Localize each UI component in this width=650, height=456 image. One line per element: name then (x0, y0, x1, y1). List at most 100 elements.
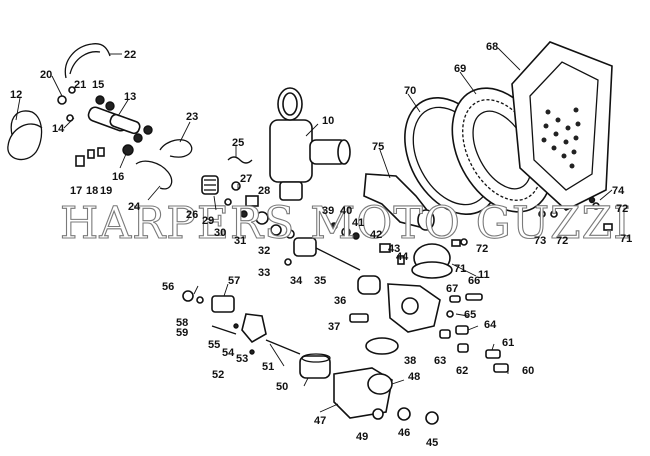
part-62 (457, 343, 469, 353)
callout-58: 58 (176, 317, 188, 329)
part-32 (270, 224, 282, 236)
callout-17: 17 (70, 185, 82, 197)
part-29 (224, 198, 232, 206)
callout-67: 67 (446, 283, 458, 295)
part-33 (284, 258, 292, 266)
part-34 (293, 237, 317, 257)
callout-12: 12 (10, 89, 22, 101)
part-60 (493, 363, 509, 373)
part-64 (455, 325, 469, 335)
callout-66: 66 (468, 275, 480, 287)
callout-31: 31 (234, 235, 246, 247)
part-12-cable (7, 110, 43, 161)
part-39 (330, 222, 338, 230)
callout-24: 24 (128, 201, 141, 213)
callout-53: 53 (236, 353, 248, 365)
part-17 (75, 155, 85, 167)
part-27 (231, 181, 241, 191)
part-56 (182, 290, 194, 302)
part-38 (365, 337, 399, 355)
callout-69: 69 (454, 63, 466, 75)
part-66 (465, 293, 483, 301)
callout-labels: 22 20 21 15 12 13 14 16 17 18 19 23 24 2… (10, 41, 632, 449)
callout-72a: 72 (616, 203, 628, 215)
callout-42: 42 (370, 229, 382, 241)
part-61 (485, 349, 501, 359)
callout-52: 52 (212, 369, 224, 381)
callout-64: 64 (484, 319, 497, 331)
part-43 (397, 255, 405, 265)
callout-49: 49 (356, 431, 368, 443)
callout-20: 20 (40, 69, 52, 81)
part-71 (603, 223, 613, 231)
part-20 (57, 95, 67, 105)
part-22-cable (64, 43, 111, 79)
housing-vents (541, 107, 581, 169)
callout-11: 11 (478, 269, 490, 281)
callout-13: 13 (124, 91, 136, 103)
callout-29: 29 (202, 215, 214, 227)
part-67 (449, 295, 461, 303)
callout-74: 74 (612, 185, 625, 197)
callout-56: 56 (162, 281, 174, 293)
part-73 (538, 210, 546, 218)
callout-71a: 71 (620, 233, 632, 245)
callout-34: 34 (290, 275, 303, 287)
part-74 (588, 196, 596, 204)
callout-18: 18 (86, 185, 98, 197)
part-42 (379, 243, 391, 253)
part-48 (367, 373, 393, 395)
callout-19: 19 (100, 185, 112, 197)
part-63 (439, 329, 451, 339)
part-51 (265, 339, 301, 355)
callout-40: 40 (340, 205, 352, 217)
callout-37: 37 (328, 321, 340, 333)
part-31 (255, 211, 269, 225)
part-50 (299, 355, 331, 379)
callout-48: 48 (408, 371, 420, 383)
callout-28: 28 (258, 185, 270, 197)
callout-33: 33 (258, 267, 270, 279)
part-65 (446, 310, 454, 318)
callout-21: 21 (74, 79, 86, 91)
part-45 (425, 411, 439, 425)
watermark: HARPERS MOTO GUZZI (60, 198, 632, 249)
part-15 (95, 95, 105, 105)
callout-71b: 71 (454, 263, 466, 275)
part-18 (87, 149, 95, 159)
part-72 (592, 202, 600, 210)
callout-72c: 72 (476, 243, 488, 255)
part-46 (397, 407, 411, 421)
leader-lines (15, 47, 613, 413)
callout-75: 75 (372, 141, 384, 153)
part-35-needle (315, 247, 361, 271)
callout-30: 30 (214, 227, 226, 239)
callout-62: 62 (456, 365, 468, 377)
callout-47: 47 (314, 415, 326, 427)
part-36 (357, 275, 381, 295)
callout-43: 43 (388, 243, 400, 255)
callout-46: 46 (398, 427, 410, 439)
callout-54: 54 (222, 347, 235, 359)
part-drawings (7, 41, 613, 425)
callout-15: 15 (92, 79, 104, 91)
callout-39: 39 (322, 205, 334, 217)
part-19 (97, 147, 105, 157)
callout-36: 36 (334, 295, 346, 307)
callout-68: 68 (486, 41, 498, 53)
part-30 (240, 210, 248, 218)
callout-10: 10 (322, 115, 334, 127)
callout-41: 41 (352, 217, 364, 229)
callout-44: 44 (396, 251, 409, 263)
part-21 (68, 86, 76, 94)
callout-73: 73 (534, 235, 546, 247)
part-28 (245, 195, 259, 207)
callout-72b: 72 (556, 235, 568, 247)
part-10-carburettor (269, 119, 313, 183)
part-59 (211, 325, 237, 335)
part-16 (122, 144, 134, 156)
part-68-housing (511, 41, 613, 211)
callout-45: 45 (426, 437, 438, 449)
callout-16: 16 (112, 171, 124, 183)
